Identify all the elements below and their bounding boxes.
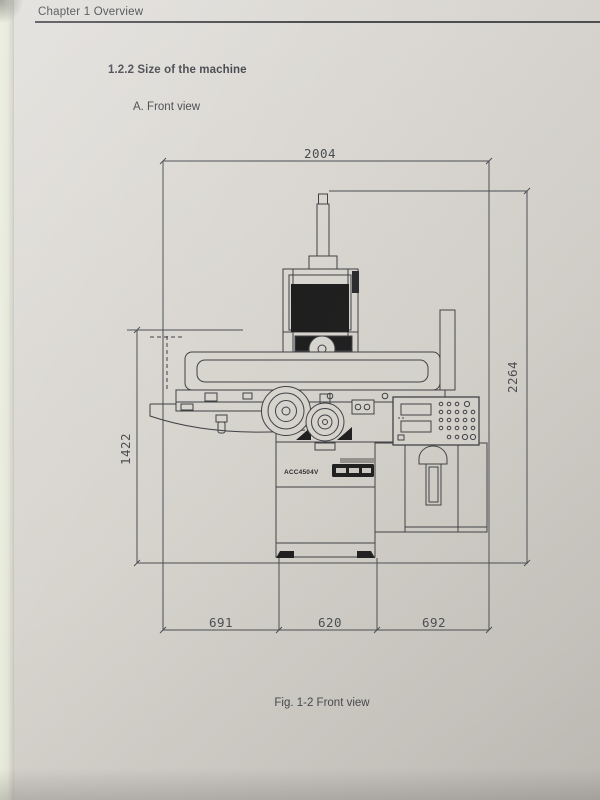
dim-height-table: 1422	[118, 433, 133, 465]
panel-display-2	[400, 420, 432, 433]
left-foot	[276, 551, 294, 558]
right-side-unit	[374, 442, 488, 533]
wheel-head	[282, 268, 359, 333]
handle-arch	[418, 445, 448, 465]
machine-model-label: ACC4504V	[284, 469, 319, 476]
machine-outline	[149, 193, 488, 558]
header-rule	[35, 21, 600, 23]
hidden-lines	[150, 336, 182, 392]
handwheel-small	[305, 393, 345, 451]
panel-buttons	[397, 400, 477, 441]
dim-base-right: 692	[422, 615, 446, 630]
dimension-lines	[127, 157, 531, 634]
right-foot	[357, 551, 375, 558]
dim-width-total: 2004	[304, 146, 336, 161]
page-edge-strip	[0, 0, 14, 800]
dim-base-center: 620	[318, 615, 342, 630]
chapter-header: Chapter 1 Overview	[38, 6, 144, 18]
view-label: A. Front view	[133, 101, 201, 113]
machine-body	[275, 441, 376, 558]
dim-base-left: 691	[209, 615, 233, 630]
section-title: 1.2.2 Size of the machine	[108, 64, 247, 76]
figure-caption: Fig. 1-2 Front view	[274, 697, 370, 709]
lube-fitting	[215, 414, 228, 423]
vertical-spindle	[308, 193, 338, 270]
dimension-labels: 2004 2264 1422 691 620 692	[118, 146, 520, 630]
machine-column	[439, 309, 456, 391]
panel-display-1	[400, 403, 432, 416]
work-table	[184, 351, 441, 391]
corner-shadow	[0, 0, 26, 22]
handwheel-large	[261, 386, 311, 436]
dimension-ticks	[133, 157, 531, 634]
dim-height-total: 2264	[505, 361, 520, 393]
control-panel	[392, 396, 480, 446]
